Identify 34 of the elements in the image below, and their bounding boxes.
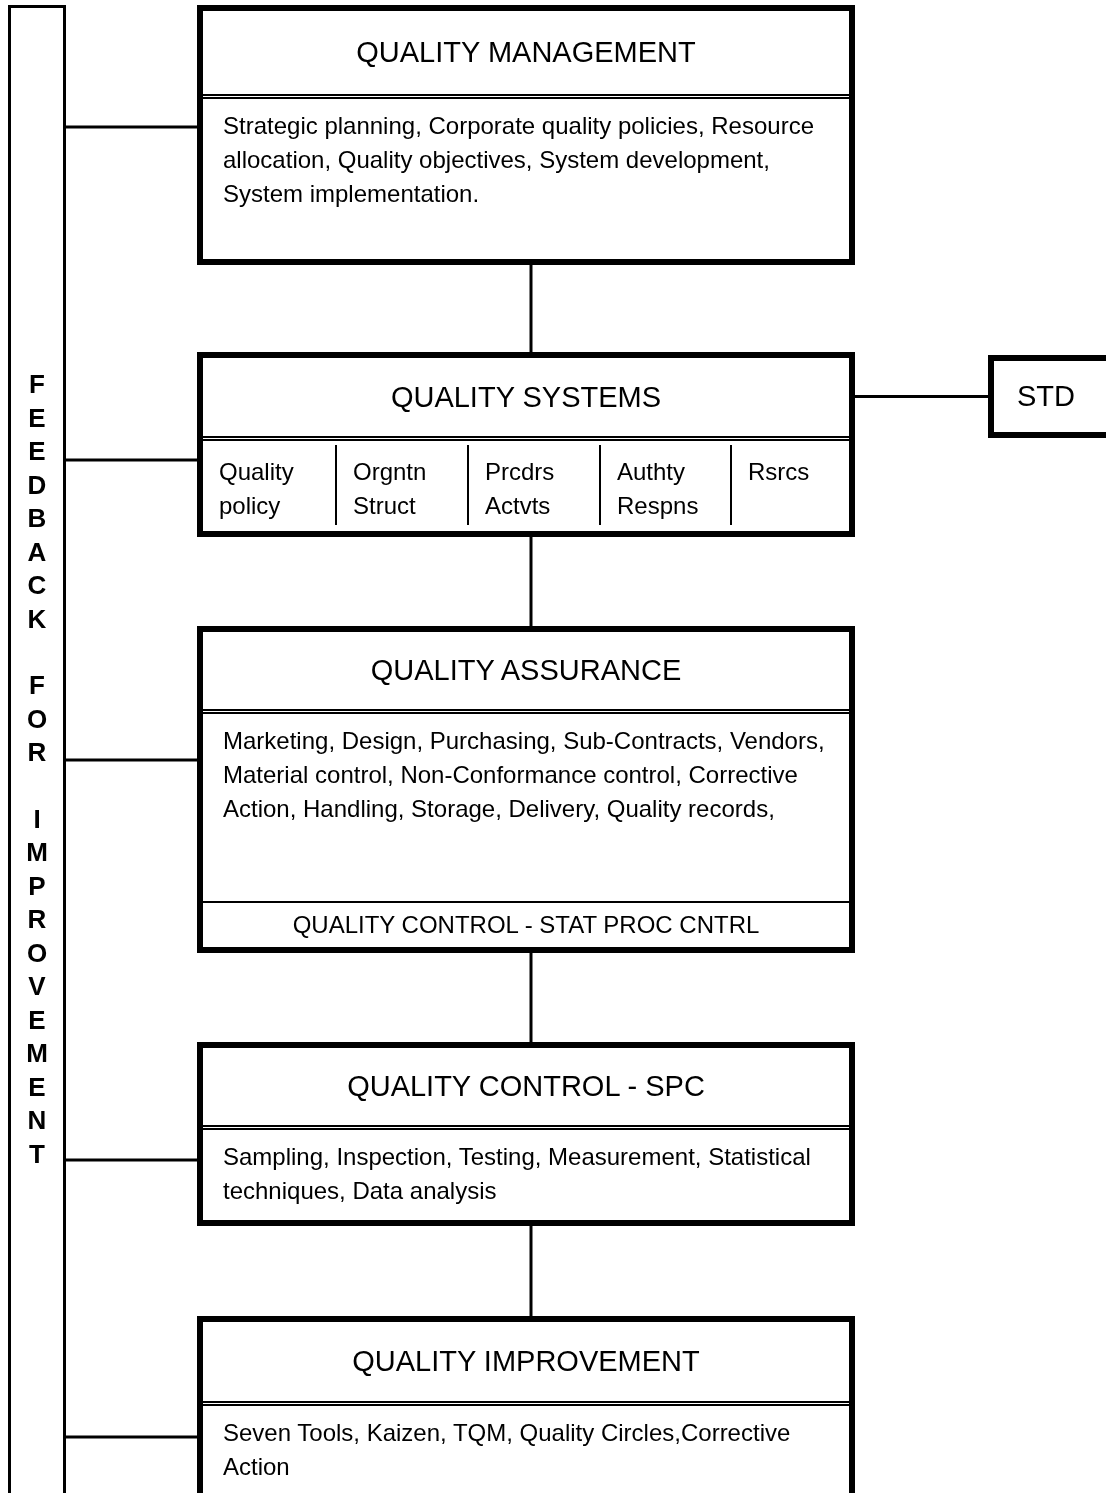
box-title: QUALITY MANAGEMENT <box>356 36 696 69</box>
connector-line <box>66 125 197 129</box>
connector-line <box>529 265 533 352</box>
vertical-label: FEEDBACK FOR IMPROVEMENT <box>25 368 49 1171</box>
connector-line <box>529 953 533 1042</box>
box-description: Strategic planning, Corporate quality policies, Resource allocation, Quality objectives, System development, System implementation. <box>222 111 815 209</box>
connector-line <box>66 458 197 462</box>
box-subtitle: QUALITY CONTROL - STAT PROC CNTRL <box>292 911 760 939</box>
standard-box <box>988 355 1106 438</box>
connector-line <box>529 537 533 626</box>
connector-line <box>66 1435 197 1439</box>
process-box <box>197 5 855 265</box>
feedback-bar <box>8 5 66 1493</box>
connector-line <box>529 1226 533 1316</box>
box-description: Seven Tools, Kaizen, TQM, Quality Circles,Corrective Action <box>222 1418 792 1482</box>
process-box <box>197 626 855 953</box>
box-title: QUALITY ASSURANCE <box>370 654 682 687</box>
box-title: QUALITY SYSTEMS <box>390 380 662 414</box>
table-cell: Orgntn Struct <box>337 445 469 525</box>
table-cell: Quality policy <box>203 445 337 525</box>
box-label: STD <box>1017 380 1075 413</box>
process-box <box>197 352 855 537</box>
table-cell: Authty Respns <box>601 445 732 525</box>
table-cell: Prcdrs Actvts <box>469 445 601 525</box>
connector-line <box>66 1158 197 1162</box>
box-description: Sampling, Inspection, Testing, Measurement, Statistical techniques, Data analysis <box>222 1142 812 1206</box>
connector-line <box>855 395 988 398</box>
process-box <box>197 1316 855 1493</box>
box-title: QUALITY IMPROVEMENT <box>352 1345 700 1378</box>
process-box <box>197 1042 855 1226</box>
box-title: QUALITY CONTROL - SPC <box>347 1070 705 1103</box>
table-cell: Rsrcs <box>732 445 849 525</box>
box-description: Marketing, Design, Purchasing, Sub-Contracts, Vendors, Material control, Non-Conformance control, Corrective Action, Handling, Storage, Delivery, Quality records, <box>222 726 826 824</box>
connector-line <box>66 758 197 762</box>
